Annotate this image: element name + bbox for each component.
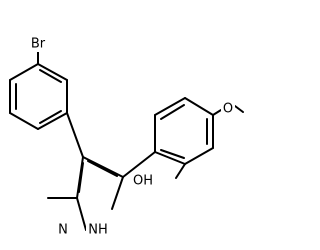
bond: [37, 63, 68, 81]
bond: [78, 162, 84, 193]
bond: [212, 109, 222, 116]
bond: [82, 156, 124, 178]
bromophenyl-ring: [9, 47, 68, 130]
bond: [87, 160, 118, 177]
bond: [154, 151, 186, 165]
bond: [160, 104, 185, 120]
hydroxyl-label-bg: [131, 173, 155, 189]
bond: [66, 112, 84, 158]
pyrazole-ring: [47, 112, 124, 231]
bond: [39, 69, 62, 83]
methoxy-o-label-bg: [221, 101, 235, 117]
bond: [160, 149, 185, 159]
bond: [184, 97, 214, 116]
br-label: Br: [31, 37, 46, 52]
pyrazole-n-label: N: [58, 223, 68, 238]
bond: [76, 197, 87, 231]
bond: [111, 176, 124, 210]
pyrazole-nh-label-bg: [86, 222, 110, 238]
bond: [39, 110, 62, 124]
bond: [37, 112, 68, 130]
molecule-diagram: Br O N NH OH: [9, 36, 244, 238]
methoxyphenol-ring: [122, 97, 244, 179]
atom-labels: Br O N NH OH: [24, 36, 235, 238]
bond: [9, 112, 39, 130]
structure-canvas: Br O N NH OH: [9, 36, 244, 238]
bond: [9, 63, 39, 81]
bond: [175, 163, 186, 179]
bond: [184, 147, 214, 165]
hydroxyl-label: OH: [133, 174, 153, 189]
pyrazole-nh-label: NH: [88, 223, 108, 238]
br-label-bg: [24, 36, 52, 52]
bond: [122, 151, 156, 178]
pyrazole-n-label-bg: [56, 222, 70, 238]
bond: [234, 105, 244, 113]
bond: [154, 97, 186, 116]
methoxy-o-label: O: [223, 102, 233, 117]
